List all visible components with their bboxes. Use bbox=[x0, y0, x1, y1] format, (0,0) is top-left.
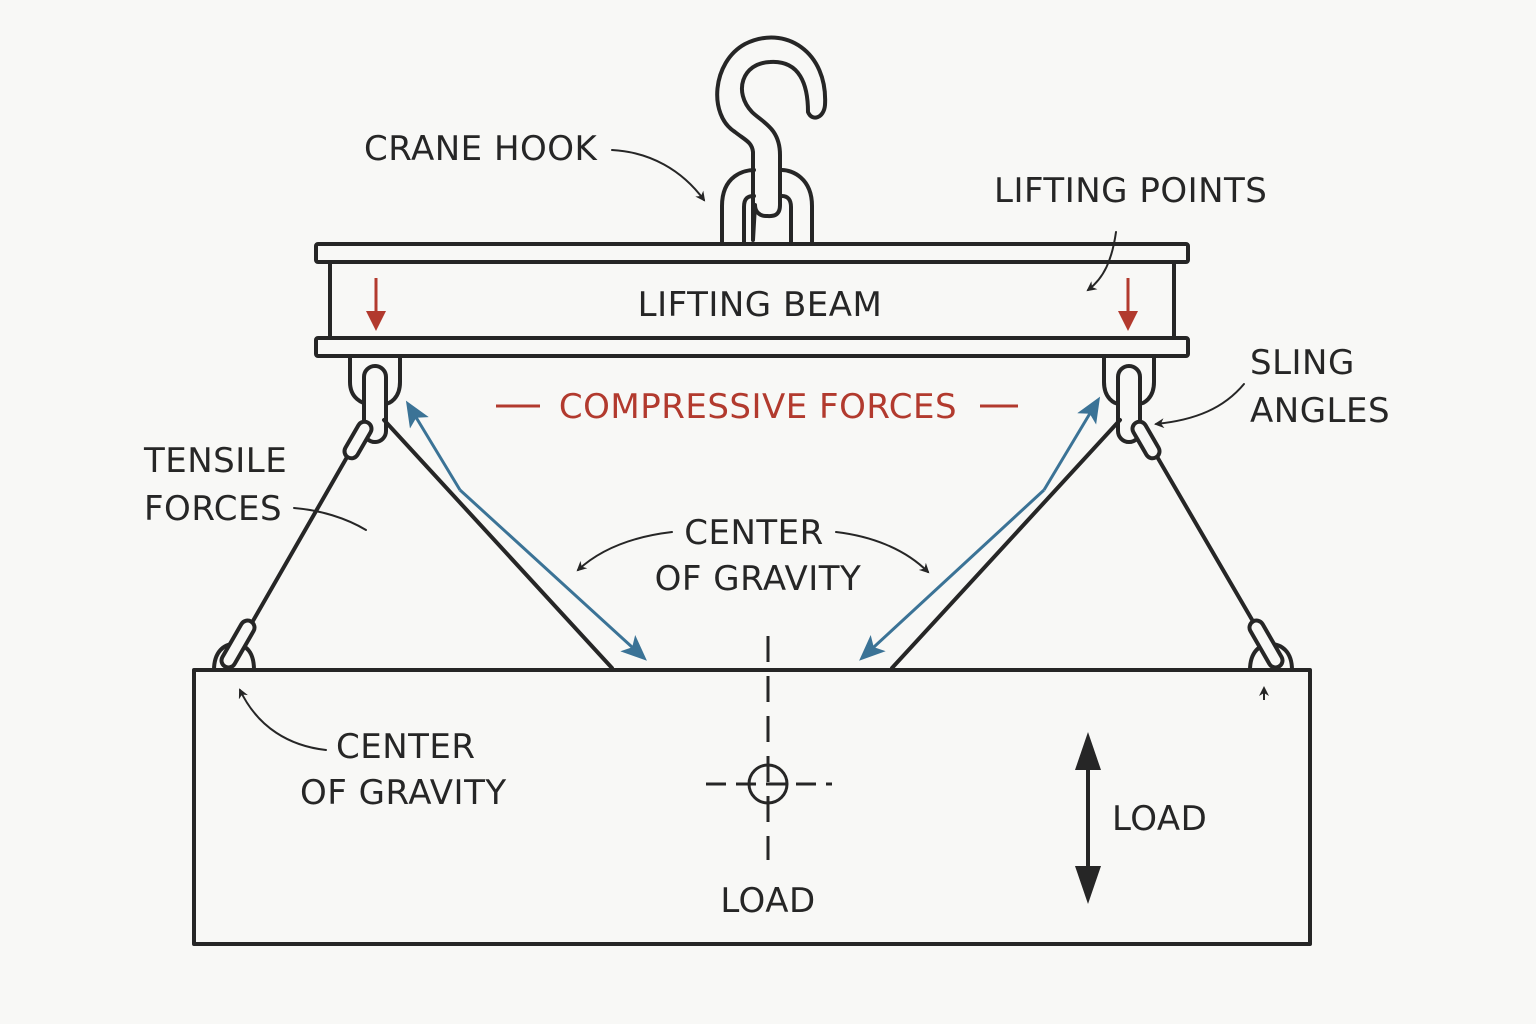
center-of-gravity-crosshair-icon bbox=[706, 636, 832, 860]
crane-hook-leader-arrow bbox=[611, 149, 706, 202]
center-of-gravity-mid-label-line1: CENTER bbox=[684, 513, 824, 553]
lifting-beam bbox=[314, 242, 1190, 358]
center-of-gravity-left-leader-arrow bbox=[238, 688, 327, 751]
center-of-gravity-mid-leader-left bbox=[576, 531, 673, 572]
center-of-gravity-mid-leader-right bbox=[835, 531, 930, 574]
load-lug-right bbox=[1247, 618, 1294, 672]
compressive-forces-label: COMPRESSIVE FORCES bbox=[559, 387, 957, 427]
tensile-forces-leader-line bbox=[293, 507, 367, 531]
load-box bbox=[192, 668, 1312, 946]
load-center-label: LOAD bbox=[720, 881, 815, 921]
center-of-gravity-mid-label-line2: OF GRAVITY bbox=[655, 559, 862, 599]
tensile-forces-label-line2: FORCES bbox=[144, 489, 282, 529]
crane-hook-icon bbox=[715, 35, 828, 244]
load-lug-left bbox=[212, 618, 257, 672]
center-of-gravity-left-label-line2: OF GRAVITY bbox=[300, 773, 507, 813]
crane-hook-label: CRANE HOOK bbox=[364, 129, 599, 169]
lifting-beam-label: LIFTING BEAM bbox=[638, 285, 883, 325]
tensile-forces-label-line1: TENSILE bbox=[143, 441, 287, 481]
sling-angles-leader-arrow bbox=[1154, 383, 1245, 429]
load-right-label: LOAD bbox=[1112, 799, 1207, 839]
lifting-points-leader-arrow bbox=[1086, 231, 1117, 292]
beam-top-flange bbox=[314, 242, 1190, 264]
compression-arrows bbox=[405, 396, 1101, 661]
vertical-double-arrow-icon bbox=[1075, 732, 1101, 904]
beam-bottom-flange bbox=[314, 336, 1190, 358]
center-of-gravity-left-label-line1: CENTER bbox=[336, 727, 476, 767]
slings bbox=[232, 418, 1274, 670]
sling-angles-label-line1: SLING bbox=[1250, 343, 1355, 383]
lifting-points-label: LIFTING POINTS bbox=[994, 171, 1267, 211]
sling-angles-label-line2: ANGLES bbox=[1250, 391, 1390, 431]
